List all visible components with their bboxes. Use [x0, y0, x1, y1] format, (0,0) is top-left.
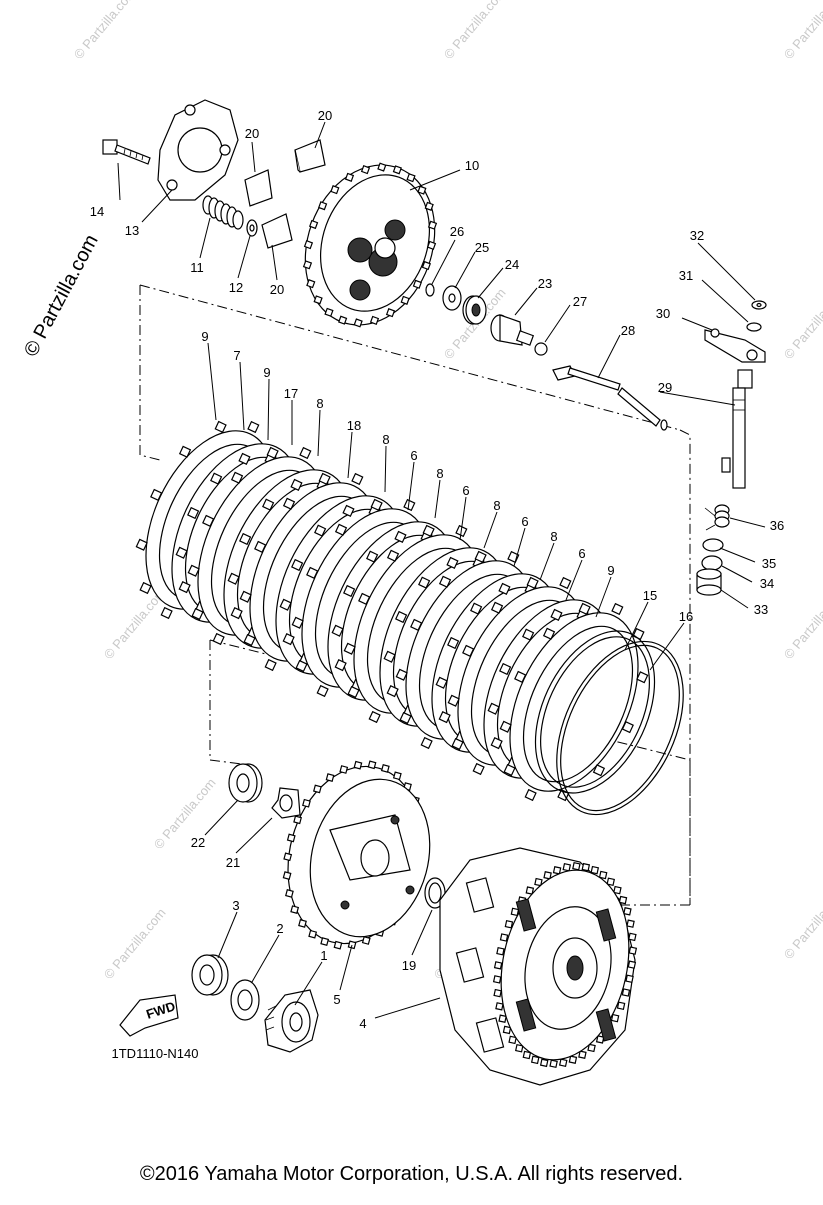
watermark-tile: © Partzilla.com — [781, 0, 823, 62]
callout-29: 29 — [658, 380, 672, 395]
callout-23: 23 — [538, 276, 552, 291]
callout-13: 13 — [125, 223, 139, 238]
bearing-24 — [462, 295, 487, 325]
lever-30 — [704, 328, 766, 363]
callout-12: 12 — [229, 280, 243, 295]
callout-9: 9 — [607, 563, 614, 578]
callout-34: 34 — [760, 576, 774, 591]
callout-28: 28 — [621, 323, 635, 338]
callout-6: 6 — [410, 448, 417, 463]
push-lever-shaft-29 — [721, 369, 753, 489]
callout-22: 22 — [191, 835, 205, 850]
callout-30: 30 — [656, 306, 670, 321]
callout-2: 2 — [276, 921, 283, 936]
fwd-arrow-icon: FWD — [119, 994, 179, 1037]
spring-11 — [202, 195, 244, 230]
weight-20-mid — [244, 169, 273, 207]
bearing-33 — [696, 568, 722, 596]
washer-31 — [746, 322, 762, 332]
callout-8: 8 — [550, 529, 557, 544]
copyright-text: ©2016 Yamaha Motor Corporation, U.S.A. A… — [139, 1163, 684, 1185]
callout-10: 10 — [465, 158, 479, 173]
callout-9: 9 — [263, 365, 270, 380]
callout-9: 9 — [201, 329, 208, 344]
callout-7: 7 — [233, 348, 240, 363]
callout-32: 32 — [690, 228, 704, 243]
watermark-tile: © Partzilla.com — [781, 885, 823, 962]
callout-26: 26 — [450, 224, 464, 239]
callout-8: 8 — [493, 498, 500, 513]
clutch-housing-4 — [439, 847, 638, 1086]
callout-6: 6 — [521, 514, 528, 529]
washer-25 — [442, 285, 462, 311]
callout-16: 16 — [679, 609, 693, 624]
ball-27 — [534, 342, 548, 356]
weight-20-low — [261, 213, 293, 249]
callout-18: 18 — [347, 418, 361, 433]
watermark-tile: © Partzilla.com — [71, 0, 139, 62]
pressure-plate-10 — [302, 162, 438, 328]
watermark-tile: © Partzilla.com — [781, 285, 823, 362]
nut-22 — [228, 763, 263, 803]
clutch-plate-stack — [135, 420, 649, 802]
nut-3 — [191, 954, 229, 996]
diagram-code: 1TD1110-N140 — [112, 1046, 199, 1061]
watermark-tile: © Partzilla.com — [441, 0, 509, 62]
bolt-14 — [102, 139, 151, 165]
callout-5: 5 — [333, 992, 340, 1007]
callout-4: 4 — [359, 1016, 366, 1031]
watermark-tile: © Partzilla.com — [781, 585, 823, 662]
callout-25: 25 — [475, 240, 489, 255]
callout-19: 19 — [402, 958, 416, 973]
push-rod-23 — [490, 314, 535, 346]
leader-lines — [117, 121, 766, 1019]
callout-11: 11 — [190, 260, 204, 275]
callout-31: 31 — [679, 268, 693, 283]
callout-6: 6 — [578, 546, 585, 561]
plate-15 — [534, 630, 656, 794]
callout-14: 14 — [90, 204, 104, 219]
callout-24: 24 — [505, 257, 519, 272]
callout-6: 6 — [462, 483, 469, 498]
callout-21: 21 — [226, 855, 240, 870]
callout-35: 35 — [762, 556, 776, 571]
washer-2 — [230, 979, 260, 1021]
gear-1 — [264, 989, 319, 1053]
callout-33: 33 — [754, 602, 768, 617]
callout-8: 8 — [382, 432, 389, 447]
callout-8: 8 — [436, 466, 443, 481]
lock-washer-21 — [271, 787, 301, 819]
washer-34 — [701, 555, 723, 571]
pressure-cover-13 — [157, 99, 239, 201]
clip-26 — [425, 283, 435, 297]
callout-1: 1 — [320, 948, 327, 963]
callout-20: 20 — [270, 282, 284, 297]
callout-27: 27 — [573, 294, 587, 309]
callout-3: 3 — [232, 898, 239, 913]
callout-17: 17 — [284, 386, 298, 401]
callout-36: 36 — [770, 518, 784, 533]
watermark-tile: © Partzilla.com — [101, 905, 169, 982]
circlip-35 — [702, 538, 724, 552]
watermark-tile: © Partzilla.com — [151, 775, 219, 852]
wire-ring-16 — [556, 640, 684, 816]
clutch-boss-5 — [282, 760, 431, 950]
callout-15: 15 — [643, 588, 657, 603]
callout-20: 20 — [245, 126, 259, 141]
callout-20: 20 — [318, 108, 332, 123]
callout-8: 8 — [316, 396, 323, 411]
push-rod-28 — [552, 365, 668, 431]
weight-20-top — [294, 139, 326, 173]
spring-36 — [704, 504, 730, 531]
callout-labels: 20 20 10 14 13 11 12 20 26 25 24 23 27 2… — [90, 108, 784, 1031]
